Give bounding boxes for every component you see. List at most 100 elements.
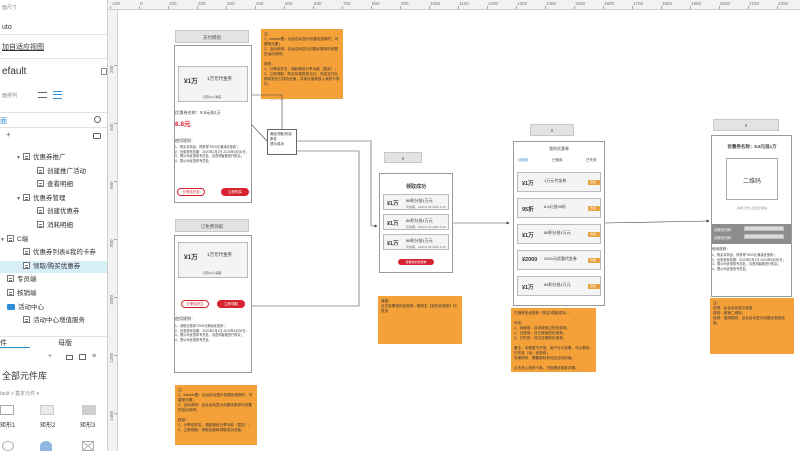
library-subtitle[interactable]: fault > 基本元件 ▾ xyxy=(0,391,40,397)
library-menu-icon[interactable] xyxy=(66,355,73,360)
ruler-label: 1000 xyxy=(109,294,114,305)
coupon-amount: ¥1万 xyxy=(387,241,399,247)
align-center-icon[interactable] xyxy=(53,91,62,99)
free-page-frame[interactable]: ¥1万 1万元代金券 已有10人领取 分享给好友 立即领取 使用规则： 1、领取… xyxy=(174,235,252,373)
view-my-coupons-button[interactable]: 查看我的优惠券 xyxy=(398,259,434,265)
note-pay-annotation[interactable]: 注： 1、banner图：后台自动显示创建优惠券时，可替换元素； 2、活动说明：… xyxy=(261,29,343,99)
decision-box[interactable]: 满足领取/购买条件 提示成功 xyxy=(267,129,297,155)
note-free-annotation[interactable]: 注： 1、banner图：后台自动显示创建优惠券时，可替换元素； 2、活动说明：… xyxy=(175,385,257,445)
use-coupon-button[interactable]: 去使用 xyxy=(588,284,600,293)
library-more-icon[interactable]: ≡ xyxy=(92,353,97,360)
tree-item[interactable]: ▼ C端 xyxy=(0,234,107,246)
widgets-tab[interactable]: 件 xyxy=(0,340,7,347)
tree-item-label: 专员端 xyxy=(17,276,37,284)
image-widget-icon[interactable] xyxy=(40,441,52,451)
coupon-amount: ¥1万 xyxy=(387,201,399,207)
library-title[interactable]: 全部元件库 xyxy=(2,371,48,381)
ruler-label: 1400 xyxy=(109,410,114,421)
tree-item[interactable]: 创建推广活动 xyxy=(0,166,107,178)
pay-page-frame[interactable]: ¥1万 1万元代金券 已有10人购买 优惠券名称：8.8元抵1万 8.8元 使用… xyxy=(174,45,252,203)
use-coupon-button[interactable]: 去使用 xyxy=(588,232,600,241)
ellipse-widget-icon[interactable] xyxy=(2,441,14,451)
chevron-down-icon[interactable]: ▼ xyxy=(0,236,5,243)
note-mycard-annotation[interactable]: 已拥有的优惠券（购买/领取成功）： 状态： 1、待使用：自未使用过的优惠券； 2… xyxy=(511,308,596,372)
qr-select-1[interactable] xyxy=(744,226,784,231)
qr-code-num: 0 xyxy=(744,123,748,128)
chevron-down-icon[interactable]: ▼ xyxy=(16,155,21,161)
ruler-tick xyxy=(487,6,488,9)
ruler-label: 400 xyxy=(256,1,264,6)
tree-item[interactable]: 活动中心增值服务 xyxy=(0,315,107,327)
edit-style-icon[interactable] xyxy=(101,68,107,75)
tab-expired[interactable]: 已失效 xyxy=(586,158,597,162)
tree-item[interactable]: 优惠券列表&我的卡券 xyxy=(0,247,107,259)
tree-item[interactable]: 核销端 xyxy=(0,288,107,300)
rect-widget-3[interactable] xyxy=(82,405,96,415)
mycard-title: 我的优惠券 xyxy=(549,146,569,151)
tree-item[interactable]: 查看明细 xyxy=(0,179,107,191)
tree-item-label: C端 xyxy=(17,235,29,243)
rect-widget-2[interactable] xyxy=(40,405,54,415)
rect-widget-1[interactable] xyxy=(0,405,14,415)
free-share-button[interactable]: 分享给好友 xyxy=(181,300,209,308)
qr-code-image: 二维码 xyxy=(726,158,778,200)
pay-coupon-amount: ¥1万 xyxy=(184,78,198,85)
tree-item[interactable]: 活动中心 xyxy=(0,302,107,314)
tree-item[interactable]: 创建优惠券 xyxy=(0,206,107,218)
pages-tab[interactable]: 面 xyxy=(0,118,7,125)
qr-select-2[interactable] xyxy=(744,234,784,239)
pay-buy-button[interactable]: 立即购买 xyxy=(221,188,249,196)
note-success-annotation[interactable]: 弹窗： 点击查看我的优惠券，跳转至【我的优惠券】列表页 xyxy=(378,296,462,344)
tree-item[interactable]: 专员端 xyxy=(0,274,107,286)
tree-item[interactable]: ▼ 优惠券推广 xyxy=(0,152,107,164)
add-adaptive-view-link[interactable]: 加自适应视图 xyxy=(2,44,44,51)
library-window-icon[interactable] xyxy=(79,354,86,360)
coupon-amount: ¥1万 xyxy=(522,233,534,239)
use-coupon-button[interactable]: 去使用 xyxy=(588,180,600,189)
note-qr-annotation[interactable]: 注： 说明：后台自动显示信息 按钮：核销二维码； 规则：使用规则，后台自动显示创… xyxy=(710,298,794,354)
search-icon[interactable] xyxy=(94,116,101,123)
free-get-button[interactable]: 立即领取 xyxy=(217,300,245,308)
design-canvas[interactable]: 支付模组 ¥1万 1万元代金券 已有10人购买 优惠券名称：8.8元抵1万 8.… xyxy=(119,11,800,451)
success-title: 领取成功 xyxy=(405,184,426,190)
tree-item[interactable]: 领取/购买优惠券 xyxy=(0,260,107,273)
tab-unused[interactable]: 待使用 xyxy=(518,158,529,162)
ruler-tick xyxy=(777,6,778,9)
ruler-tick xyxy=(114,297,117,298)
ruler-tick xyxy=(226,6,227,9)
qr-page-frame[interactable]: 优惠券名称：8.8元抵1万 二维码 请向工作人员出示此码 请使用/扫码： 请使用… xyxy=(711,135,792,297)
free-coupon-name: 1万元代金券 xyxy=(207,252,233,257)
mycard-header-bar: 0 xyxy=(530,124,574,136)
connector-mycard-to-qr xyxy=(604,219,710,224)
masters-tab[interactable]: 母版 xyxy=(58,340,72,347)
pay-share-button[interactable]: 分享给好友 xyxy=(177,188,205,196)
page-size-value[interactable]: uto xyxy=(2,24,12,31)
chevron-down-icon[interactable]: ▼ xyxy=(16,195,21,202)
ruler-tick xyxy=(342,6,343,9)
coupon-name: 88积分抵1万元 xyxy=(406,238,433,243)
use-coupon-button[interactable]: 去使用 xyxy=(588,206,600,215)
add-library-icon[interactable]: + xyxy=(48,353,53,360)
page-icon xyxy=(37,221,44,228)
add-folder-icon[interactable] xyxy=(93,133,101,139)
tree-item-label: 优惠券推广 xyxy=(33,154,66,161)
tree-item-label: 创建优惠券 xyxy=(47,208,80,216)
placeholder-widget-icon[interactable] xyxy=(82,441,94,451)
add-page-icon[interactable]: + xyxy=(6,130,11,139)
tree-item[interactable]: 消耗明细 xyxy=(0,220,107,232)
pay-rule-title: 使用规则： xyxy=(175,138,195,143)
tab-used[interactable]: 已使用 xyxy=(552,158,563,162)
use-coupon-button[interactable]: 去使用 xyxy=(588,258,600,267)
tree-item[interactable]: ▼优惠券管理 xyxy=(0,193,107,205)
align-left-icon[interactable] xyxy=(38,92,47,98)
ruler-label: 1500 xyxy=(575,1,586,6)
style-value[interactable]: efault xyxy=(2,66,27,77)
